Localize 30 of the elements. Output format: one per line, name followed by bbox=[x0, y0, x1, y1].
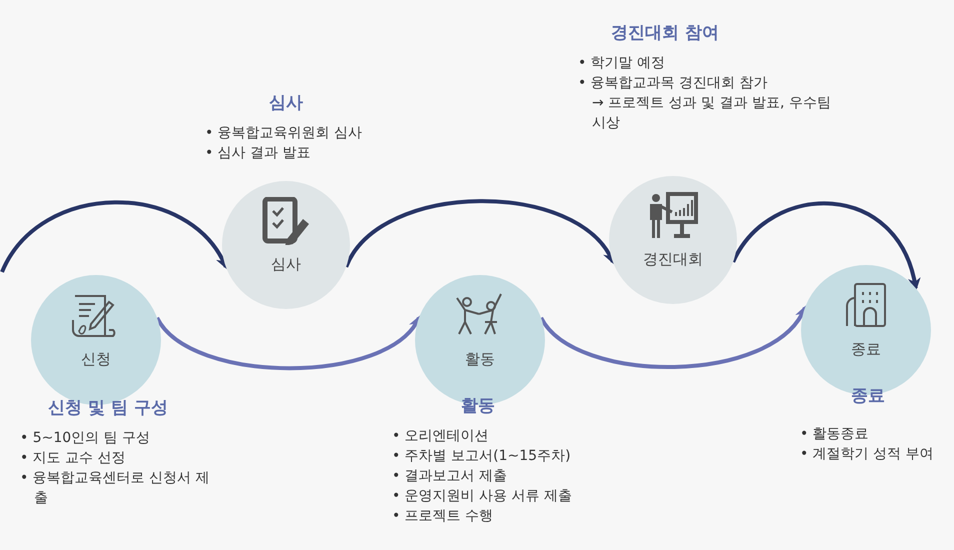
bullet-item: • 융복합교과목 경진대회 참가 bbox=[578, 74, 769, 93]
bullet-item: • 학기말 예정 bbox=[578, 54, 666, 73]
step-heading: 활동 bbox=[461, 395, 495, 417]
bullet-item: • 융복합교육위원회 심사 bbox=[205, 124, 364, 143]
bullet-item: • 지도 교수 선정 bbox=[20, 449, 127, 468]
bullet-item: • 오리엔테이션 bbox=[392, 427, 490, 446]
bullet-item: • 계절학기 성적 부여 bbox=[800, 445, 935, 464]
step-heading: 심사 bbox=[269, 92, 303, 114]
bullet-item: • 활동종료 bbox=[800, 425, 870, 444]
curved-arrow bbox=[155, 316, 421, 370]
curved-arrow bbox=[344, 199, 615, 268]
curved-arrow bbox=[731, 202, 920, 291]
bullet-item: • 주차별 보고서(1~15주차) bbox=[392, 447, 572, 466]
step-label: 심사 bbox=[270, 255, 302, 274]
step-label: 종료 bbox=[850, 340, 882, 359]
curved-arrow bbox=[0, 200, 228, 273]
bullet-item: • 심사 결과 발표 bbox=[205, 144, 312, 163]
step-heading: 신청 및 팀 구성 bbox=[48, 397, 168, 419]
bullet-item: • 5~10인의 팀 구성 bbox=[20, 429, 152, 448]
bullet-item: • 결과보고서 제출 bbox=[392, 467, 508, 486]
step-heading: 경진대회 참여 bbox=[611, 22, 719, 44]
bullet-item: • 프로젝트 수행 bbox=[392, 507, 494, 526]
step-label: 경진대회 bbox=[642, 250, 704, 269]
step-label: 활동 bbox=[464, 350, 496, 369]
step-heading: 종료 bbox=[851, 385, 885, 407]
bullet-item: • 운영지원비 사용 서류 제출 bbox=[392, 487, 574, 506]
note-line: → 프로젝트 성과 및 결과 발표, 우수팀 시상 bbox=[591, 94, 832, 133]
step-label: 신청 bbox=[80, 350, 112, 369]
bullet-item: • 융복합교육센터로 신청서 제출 bbox=[20, 469, 210, 508]
curved-arrow bbox=[539, 306, 807, 369]
